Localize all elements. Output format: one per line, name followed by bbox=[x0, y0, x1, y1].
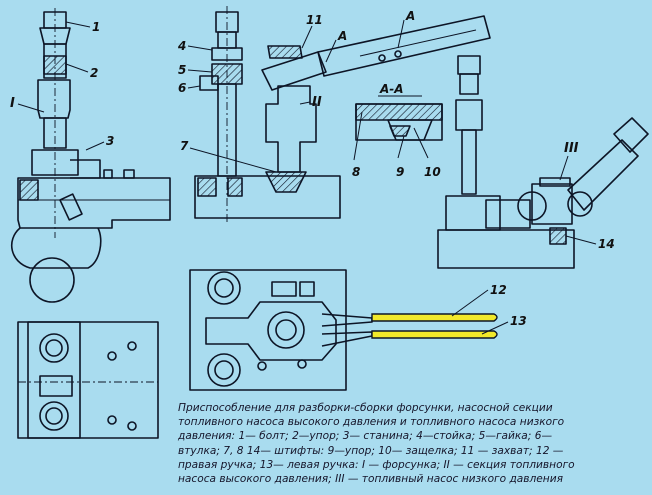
label-12-right-handle: 12 bbox=[490, 283, 507, 297]
caption-line-5: правая ручка; 13— левая ручка: I — форсу… bbox=[178, 458, 575, 471]
lever-handle bbox=[317, 15, 491, 77]
label-3-stand: 3 bbox=[106, 134, 114, 148]
caption-line-2: топливного насоса высокого давления и то… bbox=[178, 416, 565, 429]
label-8-pin: 8 bbox=[352, 165, 360, 179]
figure-caption: Приспособление для разборки-сборки форсу… bbox=[178, 401, 648, 486]
label-2-stop: 2 bbox=[90, 66, 98, 80]
label-10-latch: 10 bbox=[424, 165, 441, 179]
pump-section-view bbox=[194, 6, 491, 222]
label-4-post: 4 bbox=[177, 39, 186, 53]
plan-view-lever-tool bbox=[189, 269, 373, 391]
caption-line-4: втулка; 7, 8 14— штифты: 9—упор; 10— защ… bbox=[178, 444, 564, 457]
caption-line-6: насоса высокого давления; III — топливны… bbox=[178, 473, 563, 486]
injector-fixture-view bbox=[10, 8, 171, 303]
label-section-title: А-А bbox=[379, 82, 404, 96]
label-1-bolt: 1 bbox=[92, 20, 100, 34]
right-handle bbox=[371, 313, 498, 322]
leader-lines bbox=[17, 19, 597, 335]
label-roman-1-injector: I bbox=[10, 96, 15, 111]
left-handle bbox=[371, 330, 498, 339]
label-roman-3-low-pump: III bbox=[564, 141, 579, 156]
label-7-pin: 7 bbox=[180, 139, 189, 153]
label-14-pin: 14 bbox=[598, 237, 615, 251]
yellow-handles bbox=[371, 313, 498, 339]
label-11-grip: 11 bbox=[306, 13, 323, 27]
label-5-nut: 5 bbox=[178, 63, 186, 77]
caption-line-3: давления: 1— болт; 2—упор; 3— станина; 4… bbox=[178, 430, 553, 443]
caption-line-1: Приспособление для разборки-сборки форсу… bbox=[178, 402, 553, 414]
label-6-sleeve: 6 bbox=[178, 81, 186, 95]
label-9-stop: 9 bbox=[396, 165, 404, 179]
label-roman-2-pump-section: II bbox=[312, 95, 322, 110]
stand-stanina bbox=[17, 177, 171, 229]
low-pressure-pump-view bbox=[437, 55, 649, 269]
label-section-a-right: А bbox=[405, 9, 415, 23]
plan-view-bottom-left bbox=[17, 321, 159, 439]
section-a-a bbox=[353, 95, 443, 161]
label-13-left-handle: 13 bbox=[510, 314, 527, 328]
label-section-a-left: А bbox=[337, 29, 347, 43]
